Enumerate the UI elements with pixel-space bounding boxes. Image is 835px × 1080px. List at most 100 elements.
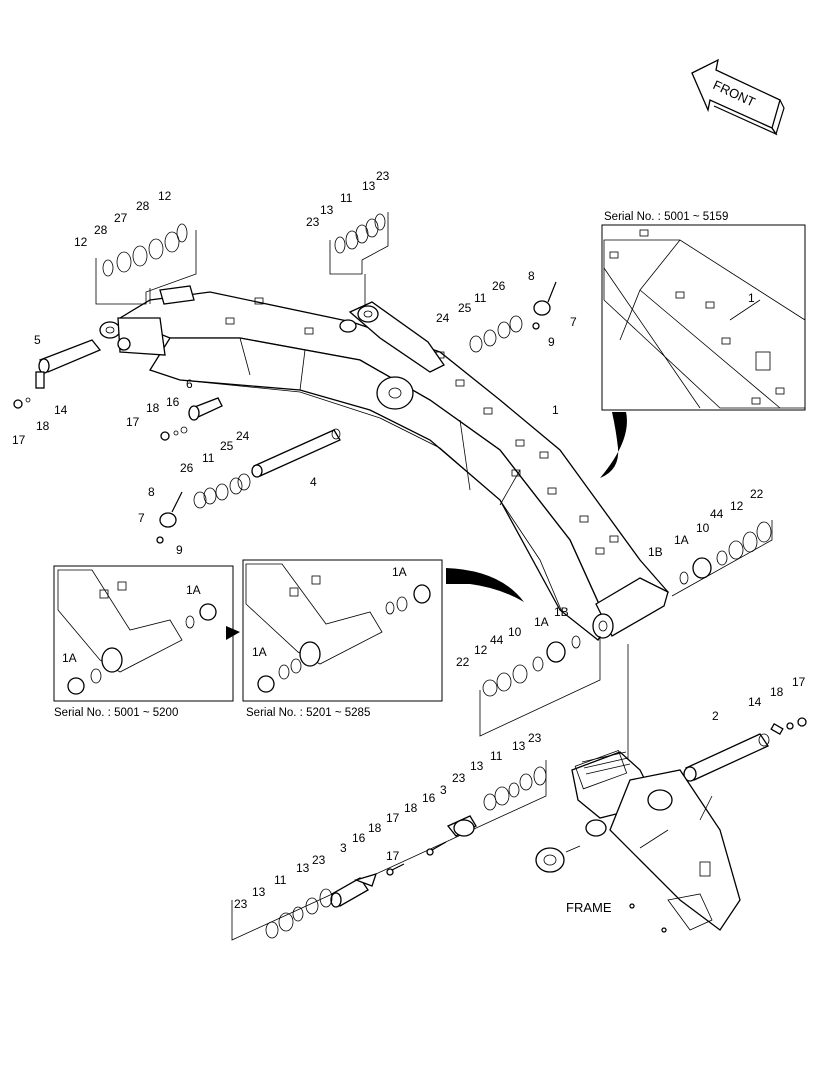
callout: 6 (186, 377, 193, 391)
callout: 16 (422, 791, 436, 805)
callout: 18 (146, 401, 160, 415)
callout: 12 (74, 235, 88, 249)
callout: 16 (352, 831, 366, 845)
callout: 13 (320, 203, 334, 217)
callout: 23 (234, 897, 248, 911)
inset-b-top-label: 1A (392, 565, 407, 579)
pin-5 (13, 339, 102, 409)
callout: 13 (470, 759, 484, 773)
frame-label: FRAME (566, 900, 612, 915)
inset-a-top-label: 1A (186, 583, 201, 597)
callout: 5 (34, 333, 41, 347)
curved-arrow-right-icon (600, 412, 627, 478)
callout: 13 (252, 885, 266, 899)
front-arrow-icon: FRONT (691, 58, 785, 136)
curved-arrow-center-icon (446, 568, 524, 602)
callout: 44 (490, 633, 504, 647)
head-bushing-left (479, 635, 601, 737)
callout: 28 (94, 223, 108, 237)
callout: 27 (114, 211, 128, 225)
callouts: 12 28 27 28 12 23 13 11 13 23 5 17 18 14… (12, 169, 806, 911)
callout: 18 (404, 801, 418, 815)
callout: 13 (296, 861, 310, 875)
washer-group-center (329, 212, 389, 306)
callout: 1A (674, 533, 689, 547)
callout: 18 (36, 419, 50, 433)
callout: 10 (508, 625, 522, 639)
callout: 44 (710, 507, 724, 521)
callout: 11 (340, 191, 353, 205)
inset-boom: Serial No. : 5001 ~ 5159 1 (601, 211, 806, 411)
callout: 25 (220, 439, 234, 453)
callout: 8 (148, 485, 155, 499)
callout: 25 (458, 301, 472, 315)
washer-group-arm (469, 281, 557, 353)
washer-group-bottom-right (483, 766, 547, 811)
callout: 12 (474, 643, 488, 657)
callout: 12 (158, 189, 172, 203)
callout: 17 (386, 811, 400, 825)
washer-group-pin4 (156, 473, 251, 544)
pin-4 (251, 428, 341, 478)
inset-b-bottom-label: 1A (252, 645, 267, 659)
callout: 16 (166, 395, 180, 409)
callout: 26 (492, 279, 506, 293)
callout: 9 (548, 335, 555, 349)
pin-6 (160, 397, 223, 441)
callout: 23 (306, 215, 320, 229)
callout: 1 (552, 403, 559, 417)
callout: 14 (54, 403, 68, 417)
callout: 1B (554, 605, 569, 619)
callout: 7 (138, 511, 145, 525)
inset-b-caption: Serial No. : 5201 ~ 5285 (246, 707, 370, 719)
callout: 23 (376, 169, 390, 183)
callout: 17 (792, 675, 806, 689)
callout: 1A (534, 615, 549, 629)
pin-3-upper (426, 815, 477, 856)
callout: 11 (202, 451, 215, 465)
callout: 24 (436, 311, 450, 325)
callout: 3 (440, 783, 447, 797)
callout: 14 (748, 695, 762, 709)
callout: 4 (310, 475, 317, 489)
pin-3-lower (330, 863, 405, 908)
callout: 12 (730, 499, 744, 513)
callout: 23 (528, 731, 542, 745)
callout: 18 (770, 685, 784, 699)
callout: 11 (474, 291, 487, 305)
callout: 23 (452, 771, 466, 785)
callout: 11 (274, 873, 287, 887)
callout: 23 (312, 853, 326, 867)
callout: 22 (456, 655, 470, 669)
callout: 10 (696, 521, 710, 535)
pin-2 (683, 717, 807, 782)
inset-boom-part: 1 (748, 291, 755, 305)
boom-body (99, 285, 670, 641)
callout: 1B (648, 545, 663, 559)
inset-a: Serial No. : 5001 ~ 5200 1A 1A (53, 565, 234, 719)
callout: 17 (386, 849, 400, 863)
callout: 22 (750, 487, 764, 501)
callout: 2 (712, 709, 719, 723)
head-bushing-right (671, 520, 773, 597)
callout: 9 (176, 543, 183, 557)
inset-boom-caption: Serial No. : 5001 ~ 5159 (604, 211, 728, 223)
callout: 3 (340, 841, 347, 855)
callout: 17 (12, 433, 26, 447)
inset-a-caption: Serial No. : 5001 ~ 5200 (54, 707, 178, 719)
washer-group-bottom-left (265, 888, 333, 939)
callout: 8 (528, 269, 535, 283)
callout: 7 (570, 315, 577, 329)
callout: 26 (180, 461, 194, 475)
inset-a-bottom-label: 1A (62, 651, 77, 665)
next-arrow-icon (226, 626, 240, 640)
washer-group-left (95, 223, 197, 305)
callout: 28 (136, 199, 150, 213)
callout: 11 (490, 749, 503, 763)
callout: 13 (362, 179, 376, 193)
callout: 18 (368, 821, 382, 835)
callout: 17 (126, 415, 140, 429)
frame (535, 750, 741, 933)
callout: 13 (512, 739, 526, 753)
